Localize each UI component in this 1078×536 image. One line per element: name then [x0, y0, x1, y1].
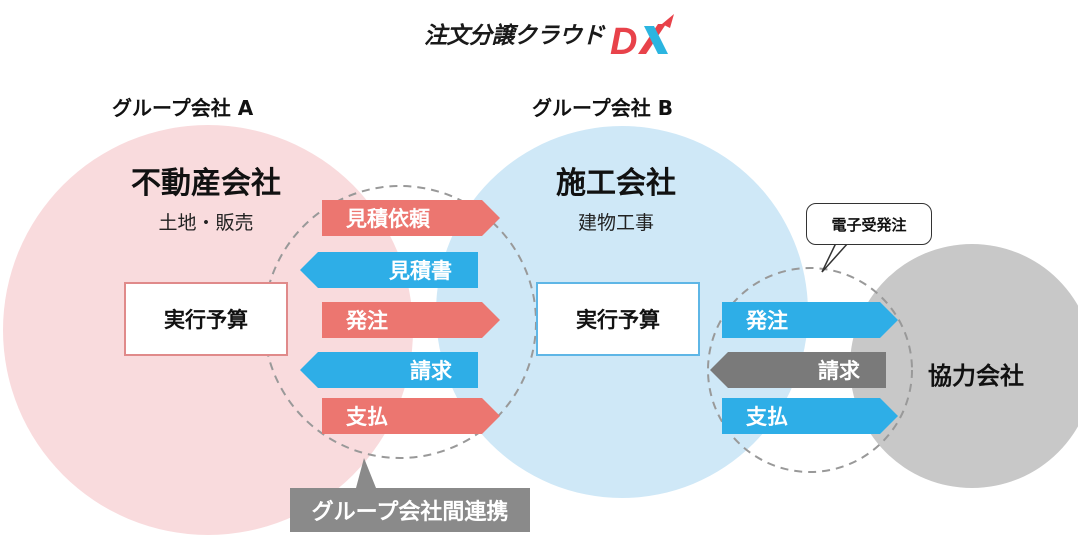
- flow-partner-invoice: 請求: [710, 352, 886, 388]
- flow-label: 請求: [410, 359, 452, 383]
- group-a-budget-box: 実行予算: [124, 282, 288, 356]
- logo-text: 注文分譲クラウド: [424, 23, 605, 49]
- logo-dx-mark: D: [610, 14, 674, 58]
- flow-payment: 支払: [322, 398, 500, 434]
- group-b-label: グループ会社 B: [532, 96, 674, 120]
- circle-partner: [850, 244, 1078, 488]
- flow-label: 支払: [346, 405, 388, 429]
- flow-label: 見積書: [389, 259, 452, 283]
- flow-label: 請求: [818, 359, 860, 383]
- dashed-circle-electronic: [707, 267, 913, 473]
- flow-label: 発注: [346, 309, 388, 333]
- flow-label: 発注: [746, 309, 788, 333]
- flow-partner-payment: 支払: [722, 398, 898, 434]
- flow-label: 見積依頼: [346, 207, 430, 231]
- flow-invoice: 請求: [300, 352, 478, 388]
- group-b-title: 施工会社: [556, 166, 676, 201]
- group-a-subtitle: 土地・販売: [158, 212, 254, 234]
- group-link-tab: [356, 458, 376, 488]
- flow-partner-order: 発注: [722, 302, 898, 338]
- partner-company-label: 協力会社: [928, 362, 1024, 390]
- group-b-budget-box: 実行予算: [536, 282, 700, 356]
- bubble-tail: [821, 242, 849, 273]
- logo-d-letter: D: [610, 21, 637, 58]
- group-a-label: グループ会社 A: [112, 96, 254, 120]
- logo: 注文分譲クラウド D: [424, 14, 674, 58]
- flow-order: 発注: [322, 302, 500, 338]
- electronic-ordering-bubble: 電子受発注: [806, 203, 932, 245]
- group-b-subtitle: 建物工事: [577, 212, 654, 234]
- group-link-label: グループ会社間連携: [290, 488, 530, 532]
- flow-estimate-request: 見積依頼: [322, 200, 500, 236]
- group-a-title: 不動産会社: [131, 166, 281, 201]
- flow-estimate: 見積書: [300, 252, 478, 288]
- flow-label: 支払: [746, 405, 788, 429]
